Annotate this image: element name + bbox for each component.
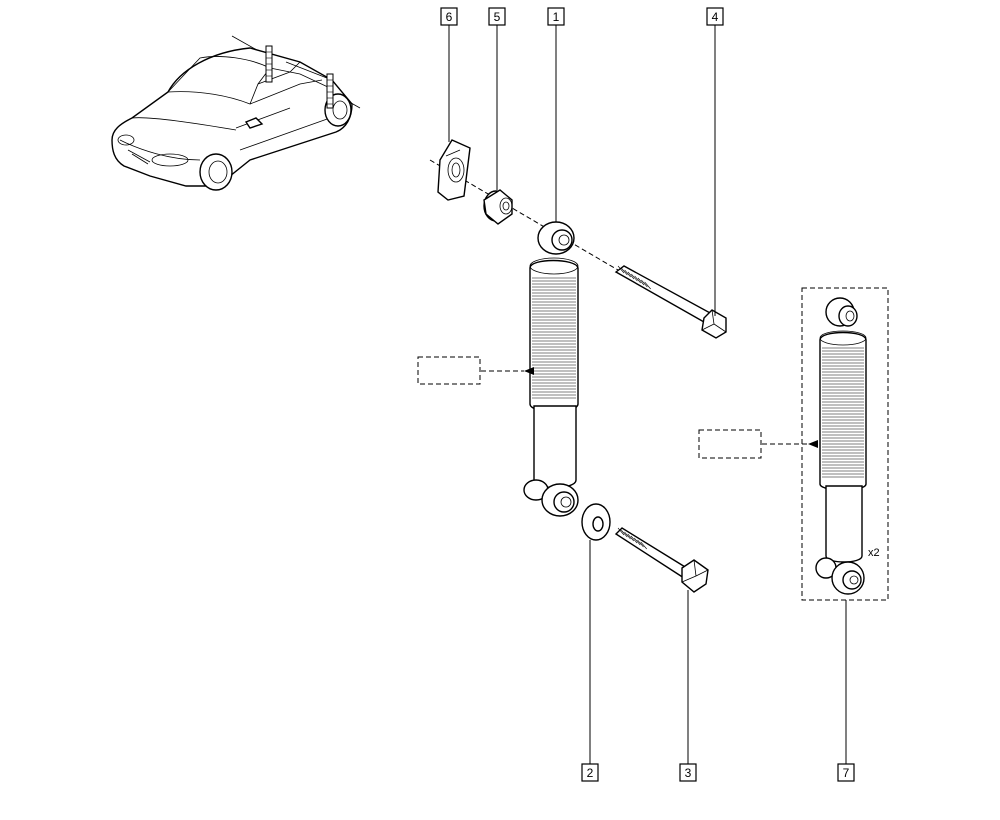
reference-box-kit	[698, 429, 762, 459]
callout-2: 2	[581, 763, 599, 782]
svg-text:7: 7	[843, 766, 850, 780]
bolt-thread	[630, 535, 638, 544]
bolt-icon-lower	[614, 527, 709, 593]
callout-7: 7	[837, 763, 855, 782]
svg-text:4: 4	[712, 10, 719, 24]
mounting-plate-icon	[437, 139, 471, 201]
callout-3: 3	[679, 763, 697, 782]
bolt-thread	[637, 277, 645, 286]
bolt-thread	[621, 267, 628, 276]
bolt-icon	[614, 265, 727, 339]
bolt-thread	[617, 265, 625, 274]
washer-icon	[581, 503, 611, 541]
svg-text:3: 3	[685, 766, 692, 780]
bolt-thread	[634, 275, 641, 284]
bolt-thread	[617, 527, 625, 536]
svg-text:6: 6	[446, 10, 453, 24]
svg-text:1: 1	[553, 10, 560, 24]
bolt-thread	[627, 533, 634, 542]
svg-text:2: 2	[587, 766, 594, 780]
bushing-icon	[483, 189, 513, 225]
callout-4: 4	[706, 7, 724, 26]
bolt-thread	[641, 279, 648, 288]
bolt-thread	[634, 537, 641, 546]
bolt-thread	[627, 271, 635, 280]
bolt-thread	[637, 539, 644, 548]
bolt-thread	[640, 541, 647, 550]
reference-box-main	[417, 356, 481, 385]
car-location-icon	[111, 35, 361, 191]
callout-6: 6	[440, 7, 458, 26]
shock-absorber-kit-icon	[815, 297, 867, 595]
callout-5: 5	[488, 7, 506, 26]
svg-text:5: 5	[494, 10, 501, 24]
bolt-thread	[624, 269, 631, 278]
callout-1: 1	[547, 7, 565, 26]
shock-absorber-icon	[523, 221, 579, 517]
bolt-thread	[621, 529, 628, 538]
bolt-thread	[624, 531, 631, 540]
bolt-thread	[631, 273, 638, 282]
quantity-label: x2	[868, 547, 880, 559]
bolt-thread	[644, 281, 651, 290]
